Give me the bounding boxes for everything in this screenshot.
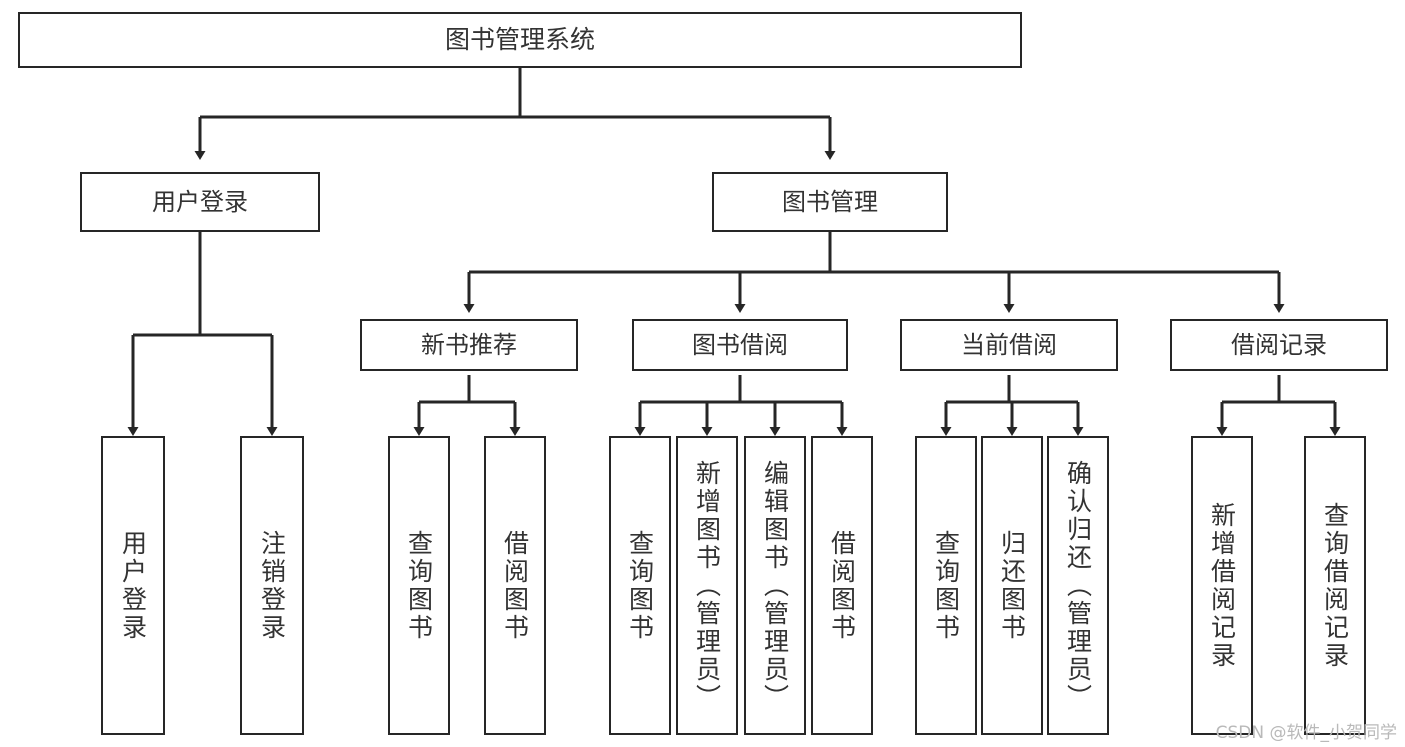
node-label-leaf-confirm-return-admin: 确认归还（管理员） (1063, 459, 1093, 712)
node-leaf-query-borrow-record[interactable]: 查询借阅记录 (1304, 436, 1366, 735)
node-label-current-borrow: 当前借阅 (961, 330, 1057, 359)
node-leaf-add-borrow-record[interactable]: 新增借阅记录 (1191, 436, 1253, 735)
node-leaf-borrow-book-1[interactable]: 借阅图书 (484, 436, 546, 735)
node-label-borrow-record: 借阅记录 (1231, 330, 1327, 359)
node-leaf-user-login[interactable]: 用户登录 (101, 436, 165, 735)
node-label-leaf-add-book-admin: 新增图书（管理员） (692, 459, 722, 712)
node-root-system[interactable]: 图书管理系统 (18, 12, 1022, 68)
node-label-book-borrow: 图书借阅 (692, 330, 788, 359)
node-leaf-edit-book-admin[interactable]: 编辑图书（管理员） (744, 436, 806, 735)
node-label-leaf-query-borrow-record: 查询借阅记录 (1320, 501, 1350, 670)
node-leaf-confirm-return-admin[interactable]: 确认归还（管理员） (1047, 436, 1109, 735)
node-label-leaf-query-book-3: 查询图书 (931, 529, 961, 642)
node-leaf-return-book[interactable]: 归还图书 (981, 436, 1043, 735)
node-leaf-query-book-2[interactable]: 查询图书 (609, 436, 671, 735)
node-label-leaf-return-book: 归还图书 (997, 529, 1027, 642)
node-label-leaf-borrow-book-1: 借阅图书 (500, 529, 530, 642)
node-label-book-manage: 图书管理 (782, 187, 878, 216)
node-leaf-query-book-3[interactable]: 查询图书 (915, 436, 977, 735)
node-leaf-borrow-book-2[interactable]: 借阅图书 (811, 436, 873, 735)
node-label-leaf-edit-book-admin: 编辑图书（管理员） (760, 459, 790, 712)
node-book-borrow[interactable]: 图书借阅 (632, 319, 848, 371)
node-label-user-login: 用户登录 (152, 187, 248, 216)
node-label-leaf-user-login: 用户登录 (118, 529, 148, 642)
node-label-leaf-user-logout: 注销登录 (257, 529, 287, 642)
node-user-login[interactable]: 用户登录 (80, 172, 320, 232)
node-label-leaf-add-borrow-record: 新增借阅记录 (1207, 501, 1237, 670)
node-label-new-book-recommend: 新书推荐 (421, 330, 517, 359)
node-label-root: 图书管理系统 (444, 25, 595, 55)
node-new-book-recommend[interactable]: 新书推荐 (360, 319, 578, 371)
node-label-leaf-borrow-book-2: 借阅图书 (827, 529, 857, 642)
node-current-borrow[interactable]: 当前借阅 (900, 319, 1118, 371)
node-label-leaf-query-book-2: 查询图书 (625, 529, 655, 642)
node-leaf-add-book-admin[interactable]: 新增图书（管理员） (676, 436, 738, 735)
node-borrow-record[interactable]: 借阅记录 (1170, 319, 1388, 371)
node-leaf-query-book-1[interactable]: 查询图书 (388, 436, 450, 735)
node-book-manage[interactable]: 图书管理 (712, 172, 948, 232)
node-leaf-user-logout[interactable]: 注销登录 (240, 436, 304, 735)
node-label-leaf-query-book-1: 查询图书 (404, 529, 434, 642)
